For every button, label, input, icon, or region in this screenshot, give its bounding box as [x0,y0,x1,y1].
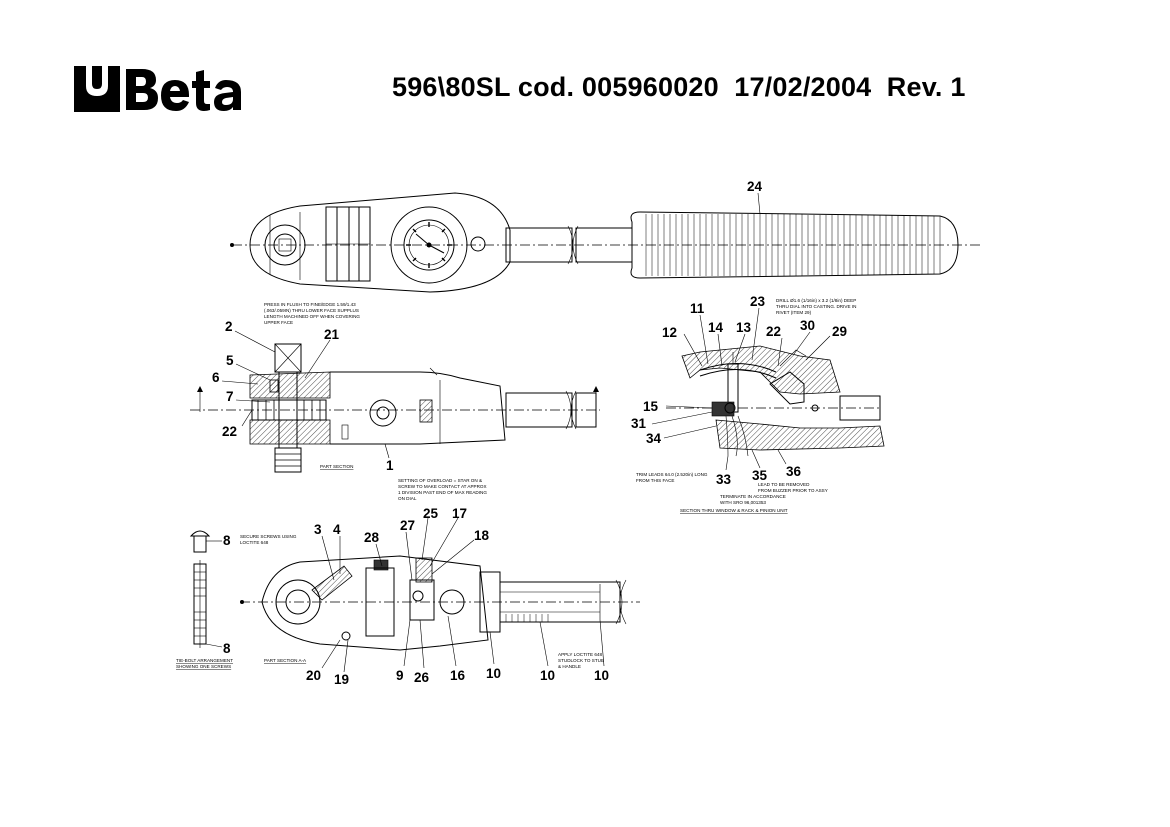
callout-16: 16 [450,668,466,683]
document-title: 596\80SL cod. 005960020 17/02/2004 Rev. … [392,72,966,102]
callout-31: 31 [631,416,647,431]
svg-text:& HANDLE: & HANDLE [558,664,581,669]
callout-15: 15 [643,399,659,414]
callout-22-left: 22 [222,424,237,439]
svg-text:FROM THIS FACE: FROM THIS FACE [636,478,674,483]
press-note: PRESS IN FLUSH TO FINE/EDGE 1.59/1.43 (.… [264,302,360,325]
callout-20: 20 [306,668,321,683]
section-thru-window-view: DRILL Ø1.6 (1/16in) x 3.2 (1/8in) DEEP T… [631,294,885,513]
callout-10-left: 10 [486,666,501,681]
svg-text:SECURE SCREWS USING: SECURE SCREWS USING [240,534,297,539]
svg-text:TIE-BOLT ARRANGEMENT: TIE-BOLT ARRANGEMENT [176,658,233,663]
svg-text:LENGTH MACHINED OFF WHEN COVER: LENGTH MACHINED OFF WHEN COVERING [264,314,360,319]
svg-text:SHOWING ONE SCREWS: SHOWING ONE SCREWS [176,664,231,669]
callout-2: 2 [225,319,233,334]
window-block [325,206,371,282]
svg-text:RIVET (ITEM 29): RIVET (ITEM 29) [776,310,812,315]
part-section-aa-view: PART SECTION A-A APPLY LOCTITE 648 STUDL… [240,506,640,687]
svg-text:PRESS IN FLUSH TO FINE/EDGE 1.: PRESS IN FLUSH TO FINE/EDGE 1.59/1.43 [264,302,356,307]
svg-text:SCREW TO MAKE CONTACT AT APPRO: SCREW TO MAKE CONTACT AT APPROX [398,484,487,489]
part-section-aa-caption: PART SECTION A-A [264,658,307,663]
callout-10-middle: 10 [540,668,555,683]
svg-text:DRILL Ø1.6 (1/16in) x 3.2 (1/8: DRILL Ø1.6 (1/16in) x 3.2 (1/8in) DEEP [776,298,856,303]
callout-13: 13 [736,320,752,335]
callout-19: 19 [334,672,349,687]
svg-text:APPLY LOCTITE 648: APPLY LOCTITE 648 [558,652,602,657]
tie-bolt-view: 8 8 SECURE SCREWS USING LOCTITE 648 TIE-… [176,530,297,669]
svg-text:UPPER FACE: UPPER FACE [264,320,293,325]
svg-text:LEAD TO BE REMOVED: LEAD TO BE REMOVED [758,482,810,487]
trim-note: TRIM LEADS 64.0 (2.520in) LONG FROM THIS… [636,472,708,483]
callout-25: 25 [423,506,439,521]
svg-text:(.063/.059IN) THRU LOWER FACE: (.063/.059IN) THRU LOWER FACE SUPPLUS [264,308,359,313]
secure-note: SECURE SCREWS USING LOCTITE 648 [240,534,297,545]
callout-24: 24 [747,179,763,194]
callout-4: 4 [333,522,341,537]
callout-26: 26 [414,670,430,685]
beta-logo [74,66,241,112]
part-section-caption: PART SECTION [320,464,353,469]
wrench-shield-icon [74,66,120,112]
handle-grip-ribs [645,214,941,276]
svg-text:THRU DIAL INTO CASTING. DRIVE: THRU DIAL INTO CASTING. DRIVE IN [776,304,856,309]
callout-8-bottom: 8 [223,641,231,656]
svg-text:TRIM LEADS 64.0 (2.520in) LONG: TRIM LEADS 64.0 (2.520in) LONG [636,472,708,477]
callout-18: 18 [474,528,490,543]
callout-35: 35 [752,468,768,483]
apply-loctite-note: APPLY LOCTITE 648 STUDLOCK TO STUB & HAN… [558,652,604,669]
callout-9: 9 [396,668,404,683]
callout-22-right: 22 [766,324,781,339]
svg-text:SETTING OF OVERLOAD = STAR ON: SETTING OF OVERLOAD = STAR ON & [398,478,482,483]
callout-34: 34 [646,431,662,446]
svg-text:ON DIAL: ON DIAL [398,496,417,501]
svg-text:WITH SRO 96,001353: WITH SRO 96,001353 [720,500,766,505]
callout-12: 12 [662,325,677,340]
callout-14: 14 [708,320,724,335]
callout-8-top: 8 [223,533,231,548]
callout-1: 1 [386,458,394,473]
lead-note: LEAD TO BE REMOVED FROM BUZZER PRIOR TO … [758,482,828,493]
svg-text:1 DIVISION PAST END OF MAX REA: 1 DIVISION PAST END OF MAX READING [398,490,487,495]
callout-29: 29 [832,324,847,339]
svg-text:TERMINATE IN ACCORDANCE: TERMINATE IN ACCORDANCE [720,494,786,499]
section-thru-caption: SECTION THRU WINDOW & RACK & PINION UNIT [680,508,788,513]
callout-27: 27 [400,518,415,533]
drill-note: DRILL Ø1.6 (1/16in) x 3.2 (1/8in) DEEP T… [776,298,856,315]
part-section-view: PRESS IN FLUSH TO FINE/EDGE 1.59/1.43 (.… [190,302,600,501]
callout-23: 23 [750,294,766,309]
callout-30: 30 [800,318,815,333]
wrench-top-view: 24 [230,179,980,293]
callout-11: 11 [690,301,705,316]
beta-wordmark [126,69,241,111]
callout-33: 33 [716,472,732,487]
callout-6: 6 [212,370,220,385]
callout-36: 36 [786,464,802,479]
callout-3: 3 [314,522,322,537]
svg-text:STUDLOCK TO STUB: STUDLOCK TO STUB [558,658,604,663]
setting-note: SETTING OF OVERLOAD = STAR ON & SCREW TO… [398,478,487,501]
callout-17: 17 [452,506,467,521]
callout-21: 21 [324,327,340,342]
tie-bolt-caption: TIE-BOLT ARRANGEMENT SHOWING ONE SCREWS [176,658,233,669]
callout-10-right: 10 [594,668,609,683]
callout-28: 28 [364,530,380,545]
terminate-note: TERMINATE IN ACCORDANCE WITH SRO 96,0013… [720,494,786,505]
callout-5: 5 [226,353,234,368]
svg-text:FROM BUZZER PRIOR TO ASSY: FROM BUZZER PRIOR TO ASSY [758,488,828,493]
dial-icon [390,206,468,284]
callout-7: 7 [226,389,234,404]
svg-text:LOCTITE 648: LOCTITE 648 [240,540,269,545]
